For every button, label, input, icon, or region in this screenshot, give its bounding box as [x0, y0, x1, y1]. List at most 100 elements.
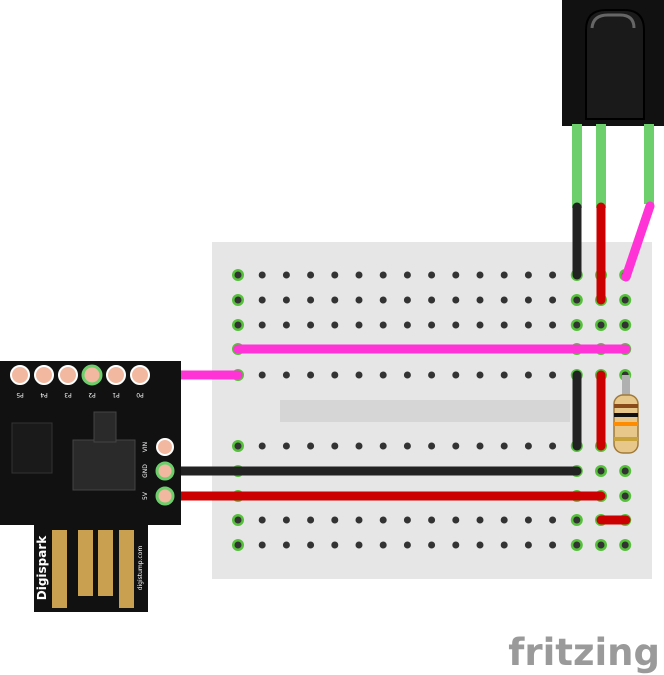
breadboard-hole — [500, 321, 508, 329]
breadboard-hole — [258, 541, 266, 549]
breadboard-hole — [379, 442, 387, 450]
breadboard-hole — [549, 442, 557, 450]
breadboard-hole — [500, 271, 508, 279]
breadboard-hole — [500, 442, 508, 450]
breadboard-hole — [258, 271, 266, 279]
breadboard-hole — [452, 271, 460, 279]
usb-contact-2 — [78, 530, 93, 596]
breadboard-hole — [428, 296, 436, 304]
breadboard-hole — [621, 296, 629, 304]
breadboard-hole — [379, 271, 387, 279]
breadboard-hole — [428, 271, 436, 279]
breadboard-hole — [355, 296, 363, 304]
breadboard-hole — [549, 516, 557, 524]
breadboard-hole — [331, 321, 339, 329]
digispark: P5 P4 P3 P2 P1 P0 VIN GND 5V Digispark d… — [0, 361, 181, 612]
breadboard-hole — [500, 296, 508, 304]
pin-label-gnd: GND — [142, 464, 149, 478]
breadboard-hole — [355, 516, 363, 524]
breadboard-hole — [597, 541, 605, 549]
breadboard-hole — [379, 371, 387, 379]
breadboard-hole — [621, 467, 629, 475]
pad-p1 — [106, 365, 126, 385]
breadboard-hole — [307, 371, 315, 379]
breadboard-hole — [500, 516, 508, 524]
breadboard-hole — [355, 442, 363, 450]
breadboard-hole — [524, 516, 532, 524]
breadboard-hole — [524, 442, 532, 450]
breadboard-hole — [573, 541, 581, 549]
breadboard-hole — [524, 321, 532, 329]
pad-p3 — [58, 365, 78, 385]
digispark-chip — [11, 422, 53, 474]
fritzing-watermark: fritzing — [508, 631, 660, 674]
ir-lead-3 — [644, 124, 654, 204]
pad-5v — [155, 486, 175, 506]
breadboard-hole — [234, 541, 242, 549]
breadboard-hole — [428, 442, 436, 450]
breadboard-hole — [234, 516, 242, 524]
breadboard-hole — [258, 516, 266, 524]
breadboard-hole — [476, 442, 484, 450]
breadboard-hole — [621, 492, 629, 500]
digispark-regulator — [72, 439, 136, 491]
ir-receiver-highlight — [590, 13, 636, 29]
breadboard-hole — [355, 321, 363, 329]
ir-lead-1 — [572, 124, 582, 208]
breadboard-hole — [355, 541, 363, 549]
breadboard-hole — [379, 321, 387, 329]
pad-p0 — [130, 365, 150, 385]
breadboard-hole — [428, 516, 436, 524]
breadboard-hole — [258, 296, 266, 304]
breadboard — [212, 242, 652, 579]
pad-p4 — [34, 365, 54, 385]
breadboard-hole — [331, 541, 339, 549]
digispark-power-pins: VIN GND 5V — [142, 438, 175, 506]
breadboard-hole — [282, 541, 290, 549]
breadboard-hole — [403, 516, 411, 524]
breadboard-hole — [452, 516, 460, 524]
breadboard-hole — [549, 371, 557, 379]
breadboard-hole — [549, 271, 557, 279]
breadboard-hole — [428, 321, 436, 329]
resistor-band-3 — [614, 422, 638, 426]
pin-label-p3: P3 — [64, 391, 72, 398]
breadboard-hole — [331, 296, 339, 304]
breadboard-hole — [524, 296, 532, 304]
breadboard-hole — [355, 271, 363, 279]
breadboard-hole — [379, 296, 387, 304]
breadboard-hole — [403, 541, 411, 549]
breadboard-hole — [258, 321, 266, 329]
breadboard-hole — [476, 371, 484, 379]
breadboard-hole — [403, 371, 411, 379]
breadboard-hole — [524, 541, 532, 549]
breadboard-hole — [500, 371, 508, 379]
usb-contact-3 — [98, 530, 113, 596]
wires — [87, 201, 655, 525]
breadboard-hole — [282, 442, 290, 450]
resistor-band-4 — [614, 437, 638, 441]
breadboard-hole — [282, 516, 290, 524]
breadboard-hole — [452, 541, 460, 549]
digispark-url: digistump.com — [137, 546, 144, 591]
breadboard-hole — [379, 516, 387, 524]
breadboard-hole — [573, 321, 581, 329]
breadboard-hole — [258, 371, 266, 379]
breadboard-hole — [331, 516, 339, 524]
breadboard-hole — [476, 541, 484, 549]
breadboard-hole — [573, 296, 581, 304]
breadboard-hole — [282, 321, 290, 329]
breadboard-hole — [549, 541, 557, 549]
breadboard-hole — [476, 321, 484, 329]
ir-receiver — [562, 0, 664, 208]
breadboard-hole — [524, 371, 532, 379]
usb-contact-4 — [119, 530, 134, 608]
breadboard-hole — [573, 516, 581, 524]
breadboard-hole — [403, 271, 411, 279]
breadboard-hole — [403, 442, 411, 450]
breadboard-hole — [428, 371, 436, 379]
digispark-header: P5 P4 P3 P2 P1 P0 — [10, 364, 150, 398]
breadboard-hole — [282, 371, 290, 379]
breadboard-hole — [621, 541, 629, 549]
